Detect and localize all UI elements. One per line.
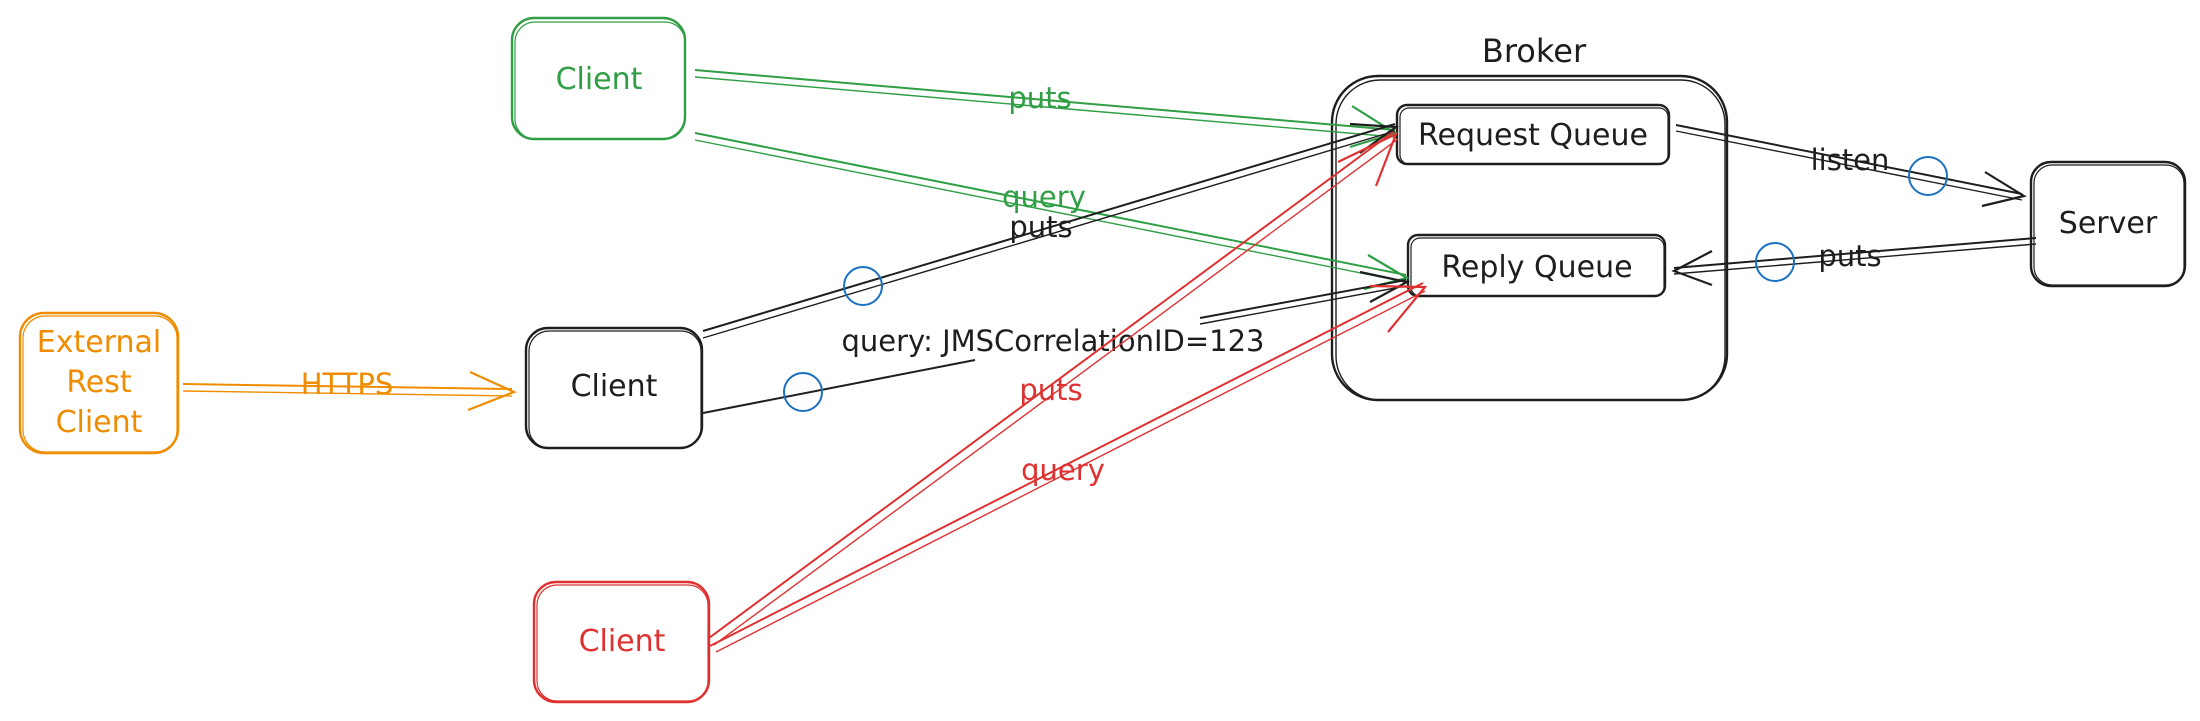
external-label-line3: Client: [56, 405, 143, 440]
client-green-node[interactable]: Client: [510, 16, 687, 141]
client-green-label: Client: [556, 62, 643, 97]
external-label-line1: External: [37, 325, 161, 360]
edge-red-query-label: query: [1021, 453, 1105, 487]
client-red-label: Client: [579, 624, 666, 659]
client-black-label: Client: [571, 369, 658, 404]
edge-green-puts: [694, 69, 1398, 149]
edge-red-puts: [708, 131, 1399, 646]
edge-green-query-label: query: [1002, 180, 1086, 214]
reply-queue-node[interactable]: Reply Queue: [1406, 233, 1667, 298]
edge-server-puts-label: puts: [1818, 239, 1881, 273]
broker-container: Broker: [1330, 32, 1729, 402]
edge-green-puts-label: puts: [1008, 81, 1071, 115]
external-label-line2: Rest: [66, 365, 132, 400]
server-node[interactable]: Server: [2029, 160, 2187, 288]
edge-black-puts: [702, 122, 1400, 339]
client-black-node[interactable]: Client: [524, 326, 704, 450]
request-queue-node[interactable]: Request Queue: [1395, 103, 1671, 166]
edge-https: [182, 370, 517, 412]
request-queue-label: Request Queue: [1418, 118, 1648, 153]
broker-title: Broker: [1482, 32, 1587, 70]
edge-black-puts-label: puts: [1009, 210, 1072, 244]
client-red-node[interactable]: Client: [532, 580, 711, 704]
edge-listen: [1675, 124, 2027, 208]
edge-listen-label: listen: [1811, 143, 1890, 177]
reply-queue-label: Reply Queue: [1441, 250, 1632, 285]
edge-red-query: [709, 282, 1428, 653]
edge-server-puts: [1671, 237, 2037, 287]
edge-https-label: HTTPS: [301, 367, 394, 401]
server-label: Server: [2059, 206, 2158, 241]
edge-black-query-label: query: JMSCorrelationID=123: [841, 324, 1264, 358]
external-rest-client-node[interactable]: External Rest Client: [18, 311, 180, 455]
edge-red-puts-label: puts: [1019, 373, 1082, 407]
